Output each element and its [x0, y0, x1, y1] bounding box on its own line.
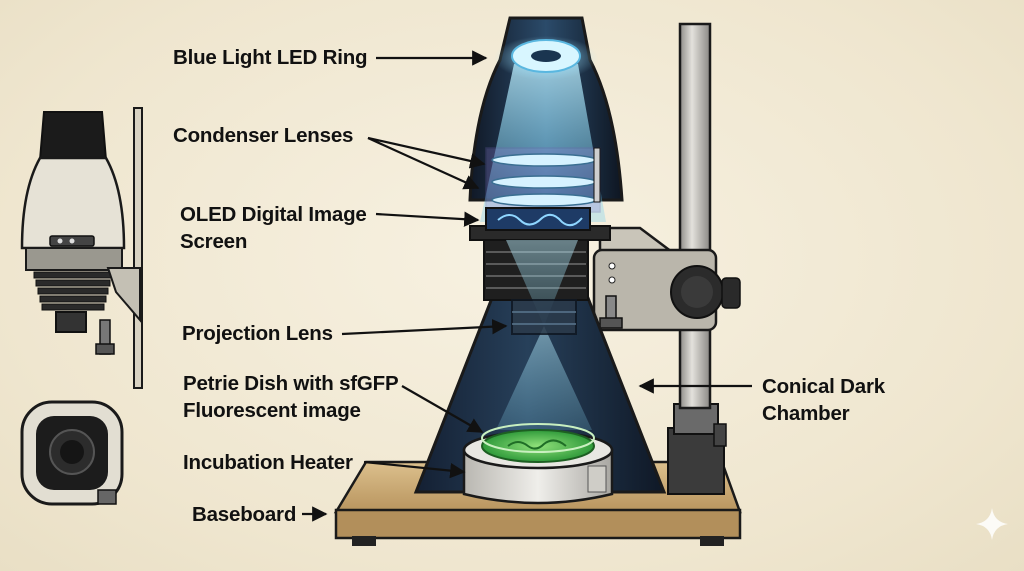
label-incubation-heater: Incubation Heater [183, 450, 353, 475]
label-condenser-lenses: Condenser Lenses [173, 123, 353, 148]
label-oled-screen-line1: OLED Digital Image [180, 202, 367, 227]
label-baseboard: Baseboard [192, 502, 296, 527]
blue-led-ring [494, 36, 598, 80]
label-petri-dish-line2: Fluorescent image [183, 398, 361, 423]
label-conical-chamber-line1: Conical Dark [762, 374, 885, 399]
projection-lens [512, 300, 576, 334]
label-petri-dish-line1: Petrie Dish with sfGFP [183, 371, 398, 396]
oled-digital-screen [470, 208, 610, 240]
bottom-view-enlarger [22, 402, 122, 504]
side-view-enlarger [22, 108, 142, 388]
label-blue-led-ring: Blue Light LED Ring [173, 45, 367, 70]
condenser-lenses [486, 148, 600, 212]
label-oled-screen-line2: Screen [180, 229, 247, 254]
label-conical-chamber-line2: Chamber [762, 401, 849, 426]
sparkle-icon [976, 508, 1008, 540]
label-projection-lens: Projection Lens [182, 321, 333, 346]
